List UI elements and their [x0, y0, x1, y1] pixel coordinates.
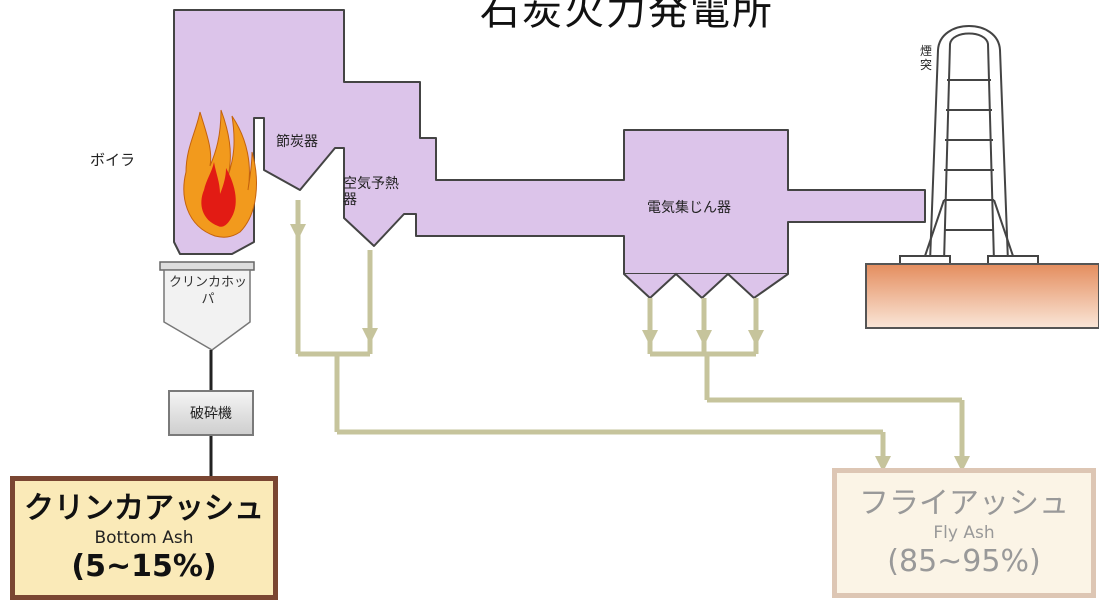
fly-ash-percent: (85~95%) — [887, 544, 1041, 579]
crusher-label: 破砕機 — [190, 406, 232, 422]
fly-ash-en: Fly Ash — [933, 523, 995, 543]
bottom-ash-jp: クリンカアッシュ — [24, 491, 264, 526]
esp-hoppers — [623, 272, 789, 300]
bottom-ash-box: クリンカアッシュ Bottom Ash (5~15%) — [10, 476, 278, 600]
economizer-label: 節炭器 — [276, 134, 318, 150]
boiler-label: ボイラ — [90, 151, 136, 169]
page-title: 石炭火力発電所 — [480, 0, 774, 34]
ground — [865, 263, 1099, 329]
crusher-box: 破砕機 — [168, 390, 254, 436]
boiler-flame-icon — [183, 109, 257, 238]
clinker-hopper-label: クリンカホッパ — [168, 275, 247, 307]
chimney — [899, 25, 1039, 267]
stack-label: 煙突 — [920, 44, 933, 72]
arrow-heads — [290, 224, 970, 472]
clinker-hopper — [159, 261, 255, 351]
fly-ash-box: フライアッシュ Fly Ash (85~95%) — [832, 468, 1096, 598]
bottom-ash-percent: (5~15%) — [71, 549, 217, 584]
bottom-ash-en: Bottom Ash — [94, 528, 194, 548]
fly-ash-jp: フライアッシュ — [859, 486, 1069, 521]
boiler-duct-body — [173, 9, 926, 275]
air-preheater-label: 空気予熱器 — [343, 176, 399, 208]
esp-label: 電気集じん器 — [647, 200, 731, 216]
